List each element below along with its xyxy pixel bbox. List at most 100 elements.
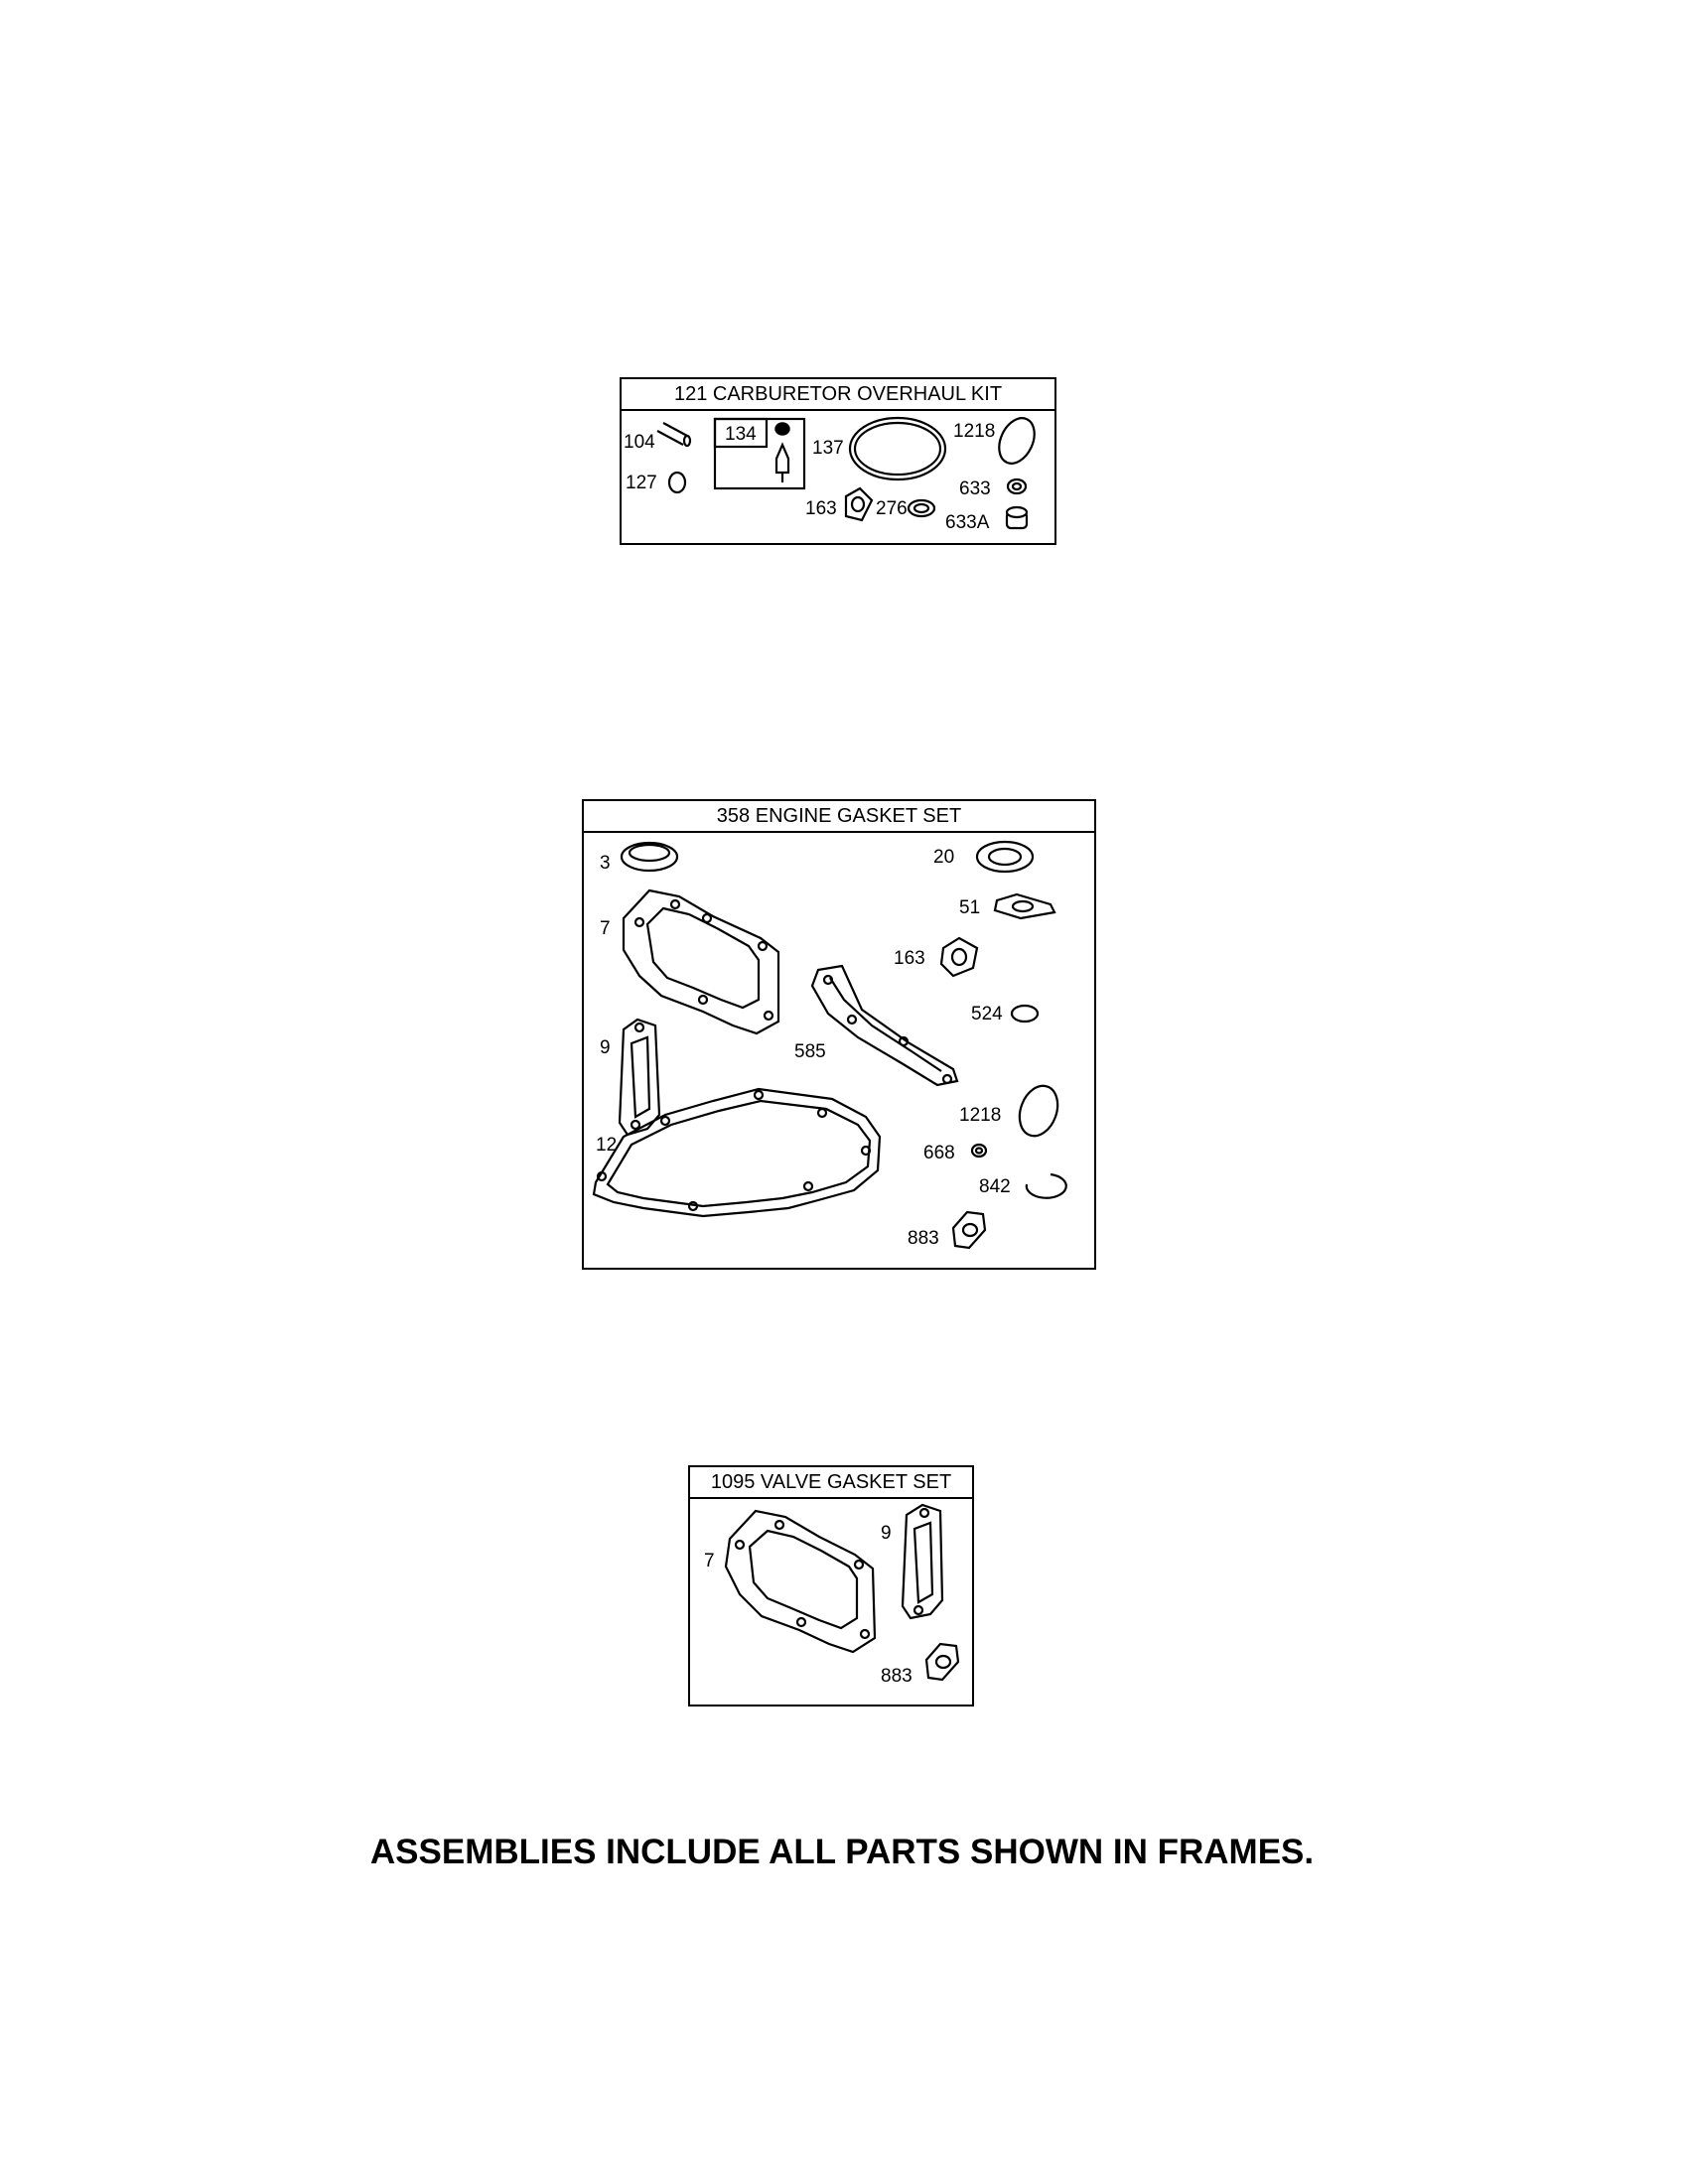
part-12-hole-4 <box>816 1107 828 1119</box>
part-104-pin-end <box>682 434 692 448</box>
label-51: 51 <box>959 897 980 918</box>
part-7-outline <box>724 1509 877 1654</box>
part-127-drawing <box>667 471 687 494</box>
part-7-hole-5 <box>795 1616 807 1628</box>
part-104-pin-edge <box>662 422 690 438</box>
label-3: 3 <box>600 853 611 874</box>
label-585: 585 <box>794 1041 826 1062</box>
assemblies-footnote: ASSEMBLIES INCLUDE ALL PARTS SHOWN IN FR… <box>369 1833 1315 1871</box>
part-163-hole <box>950 947 968 967</box>
engine-gasket-set-title: 358 ENGINE GASKET SET <box>584 801 1094 833</box>
part-7-hole-4 <box>757 940 769 952</box>
part-12-hole-5 <box>860 1145 872 1157</box>
part-7-hole-4 <box>859 1628 871 1640</box>
part-585-hole-3 <box>898 1035 910 1047</box>
part-137-inner <box>853 421 942 477</box>
part-134-seat-drawing <box>774 422 790 436</box>
part-51-hole <box>1011 899 1035 913</box>
part-12-outline <box>592 1087 882 1218</box>
part-9-hole-2 <box>912 1604 924 1616</box>
part-7-hole-2 <box>773 1519 785 1531</box>
part-524-drawing <box>1010 1004 1040 1024</box>
part-7-hole-5 <box>763 1010 774 1022</box>
engine-gasket-set-diagram: 3 20 51 7 163 524 585 <box>592 840 1067 1250</box>
label-163: 163 <box>894 948 925 969</box>
part-163-hole <box>850 495 866 513</box>
part-9-inner <box>912 1521 934 1604</box>
part-3-drawing <box>620 841 679 873</box>
label-883: 883 <box>908 1228 939 1249</box>
part-883-hole <box>934 1654 952 1670</box>
carburetor-kit-title: 121 CARBURETOR OVERHAUL KIT <box>622 379 1054 411</box>
label-20: 20 <box>933 847 954 868</box>
valve-gasket-set-diagram: 7 9 883 <box>704 1503 960 1687</box>
part-9-outline <box>618 1018 661 1137</box>
label-134: 134 <box>725 424 757 445</box>
part-12-inner <box>606 1099 872 1208</box>
part-9-hole-1 <box>918 1507 930 1519</box>
part-7-hole-6 <box>697 994 709 1006</box>
part-20-inner <box>987 847 1023 867</box>
part-3-inner <box>628 843 671 863</box>
part-9-inner <box>630 1035 651 1119</box>
part-7-hole-3 <box>701 912 713 924</box>
part-137-outer <box>848 416 947 481</box>
part-134-label-box <box>713 417 769 449</box>
part-12-hole-6 <box>802 1180 814 1192</box>
label-633: 633 <box>959 478 991 499</box>
part-585-hole-2 <box>846 1014 858 1025</box>
label-668: 668 <box>923 1143 955 1163</box>
part-668-hole <box>974 1147 984 1155</box>
part-585-hole-4 <box>941 1073 953 1085</box>
label-524: 524 <box>971 1004 1003 1024</box>
carburetor-kit-diagram: 104 127 134 137 1218 633 163 276 633A <box>624 416 1036 533</box>
part-163-drawing <box>939 936 979 978</box>
label-12: 12 <box>596 1135 617 1156</box>
part-276-drawing <box>907 498 936 518</box>
part-1218-drawing <box>1018 1084 1059 1138</box>
part-9-outline <box>901 1503 944 1620</box>
part-20-drawing <box>975 840 1035 874</box>
carburetor-overhaul-kit-frame: 121 CARBURETOR OVERHAUL KIT 104 127 134 … <box>620 377 1056 545</box>
label-137: 137 <box>812 438 844 459</box>
part-7-hole-2 <box>669 898 681 910</box>
part-633A-top <box>1005 505 1029 519</box>
part-9-hole-2 <box>630 1119 641 1131</box>
label-7: 7 <box>704 1551 715 1571</box>
part-7-hole-3 <box>853 1559 865 1570</box>
part-7-hole-1 <box>734 1539 746 1551</box>
label-9: 9 <box>881 1523 892 1544</box>
label-883: 883 <box>881 1666 912 1687</box>
label-276: 276 <box>876 498 908 519</box>
part-585-hole-1 <box>822 974 834 986</box>
part-7-outline <box>622 888 780 1035</box>
part-883-hole <box>961 1222 979 1238</box>
label-633A: 633A <box>945 512 990 533</box>
part-163-drawing <box>844 486 874 522</box>
label-842: 842 <box>979 1176 1011 1197</box>
part-883-drawing <box>924 1642 960 1682</box>
part-633-drawing <box>1006 478 1028 495</box>
part-12-hole-7 <box>687 1200 699 1212</box>
part-7-inner <box>748 1529 859 1630</box>
part-7-hole-1 <box>633 916 645 928</box>
part-134-needle-drawing <box>774 442 790 475</box>
engine-gasket-set-frame: 358 ENGINE GASKET SET 3 20 51 7 163 524 <box>582 799 1096 1270</box>
valve-gasket-set-frame: 1095 VALVE GASKET SET 7 9 883 <box>688 1465 974 1706</box>
label-1218: 1218 <box>959 1105 1001 1126</box>
part-51-drawing <box>993 892 1056 920</box>
part-633-hole <box>1011 481 1023 491</box>
part-1218-drawing <box>998 417 1036 465</box>
part-276-hole <box>912 502 930 514</box>
label-163: 163 <box>805 498 837 519</box>
part-12-hole-2 <box>659 1115 671 1127</box>
label-127: 127 <box>626 473 657 493</box>
part-668-drawing <box>970 1143 988 1159</box>
part-104-pin-drawing <box>656 430 684 446</box>
label-7: 7 <box>600 918 611 939</box>
part-7-inner <box>645 906 761 1010</box>
label-9: 9 <box>600 1037 611 1058</box>
part-9-hole-1 <box>633 1022 645 1033</box>
part-842-drawing <box>1025 1172 1067 1199</box>
label-1218: 1218 <box>953 421 995 442</box>
